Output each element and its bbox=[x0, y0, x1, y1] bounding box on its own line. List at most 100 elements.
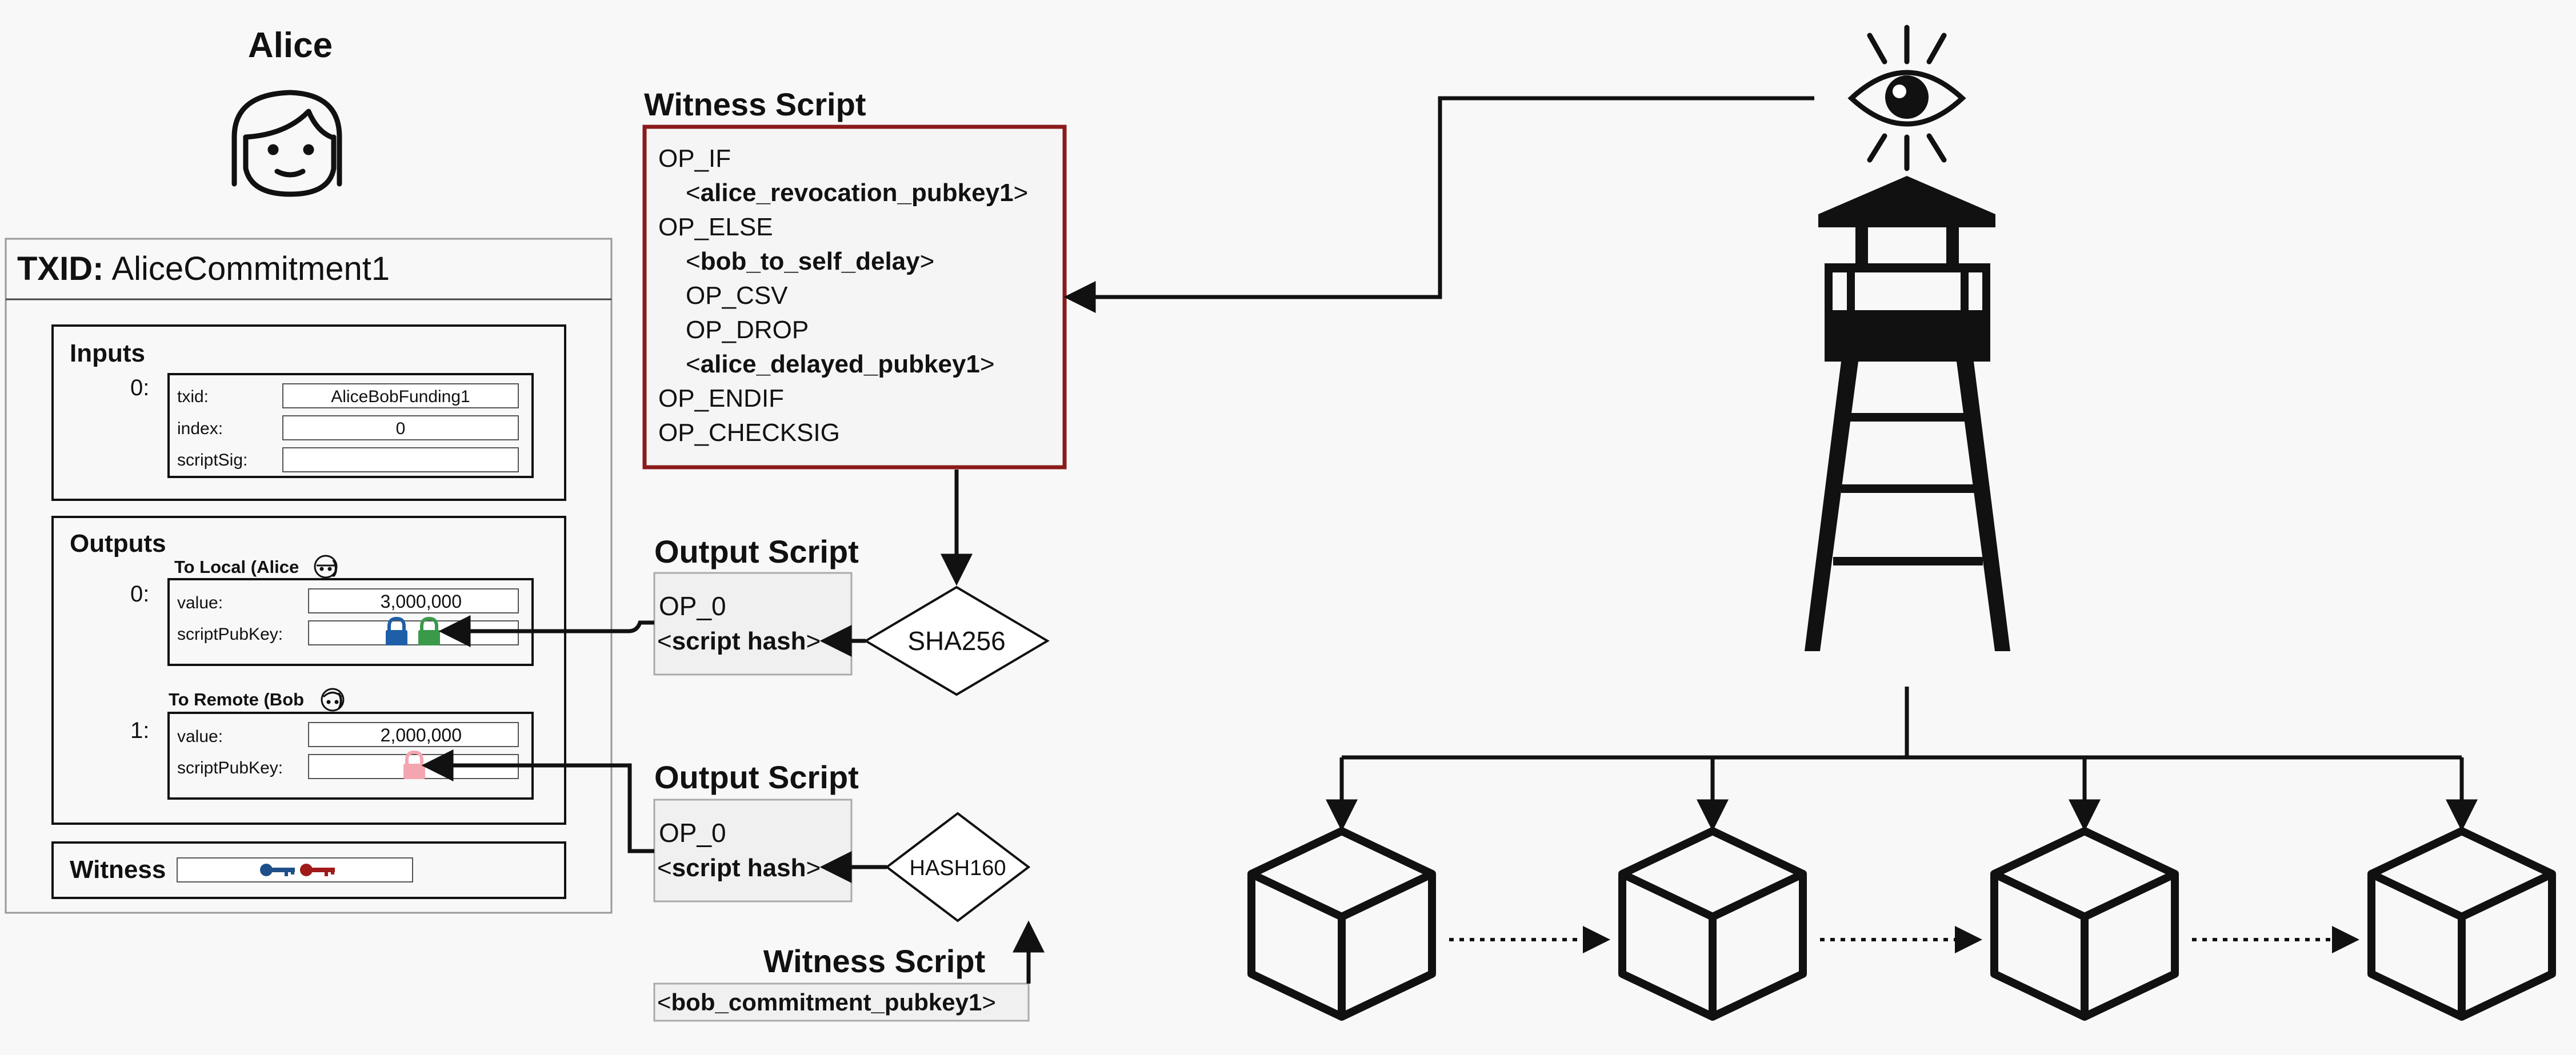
tx-panel bbox=[5, 238, 613, 914]
ws-line-key: alice_revocation_pubkey1 bbox=[701, 179, 1014, 207]
block-cube-icon bbox=[1618, 827, 1807, 1021]
output-1-value-field bbox=[308, 722, 519, 747]
watchtower-icon bbox=[1805, 176, 2010, 651]
witness-script-line: <alice_delayed_pubkey1> bbox=[686, 350, 995, 378]
input-scriptsig-label: scriptSig: bbox=[177, 451, 247, 470]
input-scriptsig-field bbox=[282, 447, 519, 472]
output-script-2-box bbox=[653, 799, 853, 902]
bws-gt: > bbox=[982, 989, 996, 1016]
inputs-box bbox=[51, 324, 566, 501]
txid-value: AliceCommitment1 bbox=[111, 250, 390, 287]
alice-title: Alice bbox=[248, 26, 333, 65]
witness-script-line: OP_ENDIF bbox=[658, 384, 784, 412]
witness-script-box bbox=[642, 125, 1067, 470]
ws-line-text: < bbox=[686, 179, 701, 207]
input-txid-label: txid: bbox=[177, 387, 209, 406]
bws-key: bob_commitment_pubkey1 bbox=[671, 989, 982, 1016]
output-0-heading-text: To Local (Alice bbox=[174, 557, 299, 577]
lock-pink-icon bbox=[403, 750, 425, 779]
output-1-value-label: value: bbox=[177, 727, 223, 746]
output-0-value: 3,000,000 bbox=[381, 591, 462, 612]
output-1-index: 1: bbox=[130, 718, 149, 743]
witness-script-line: <bob_to_self_delay> bbox=[686, 247, 934, 275]
output-script-1-line1: OP_0 bbox=[659, 591, 726, 621]
block-cube-outline bbox=[1990, 827, 2179, 1021]
ws-line-key: bob_to_self_delay bbox=[701, 247, 920, 275]
input-index: 0: bbox=[130, 375, 149, 400]
blockchain bbox=[1247, 827, 2556, 1021]
eye-icon bbox=[1847, 25, 1966, 171]
output-1-box bbox=[167, 712, 534, 800]
ws-line-close: > bbox=[920, 247, 935, 275]
bob-witness-script-box bbox=[653, 982, 1030, 1022]
output-0-spk-label: scriptPubKey: bbox=[177, 625, 283, 644]
input-0-box bbox=[167, 373, 534, 478]
key-blue-icon bbox=[260, 864, 295, 876]
ws-line-text: OP_IF bbox=[658, 145, 731, 173]
output-1-heading-close: ) bbox=[337, 689, 343, 709]
os2-hash: script hash bbox=[672, 854, 806, 882]
block-cube-icon bbox=[1990, 827, 2179, 1021]
witness-script-line: OP_DROP bbox=[686, 316, 809, 344]
output-0-value-label: value: bbox=[177, 593, 223, 612]
alice-mini-icon bbox=[314, 555, 338, 579]
block-cube-icon bbox=[1247, 827, 1436, 1021]
output-script-1-line2: <script hash> bbox=[657, 627, 821, 655]
output-script-2-line1: OP_0 bbox=[659, 818, 726, 848]
witness-title: Witness bbox=[70, 856, 166, 884]
bob-witness-script-text: <bob_commitment_pubkey1> bbox=[657, 989, 996, 1016]
ws-line-key: alice_delayed_pubkey1 bbox=[701, 350, 980, 378]
os2-lt: < bbox=[657, 854, 672, 882]
output-script-1-title: Output Script bbox=[654, 533, 859, 569]
witness-script-line: OP_IF bbox=[658, 145, 731, 173]
ws-line-text: OP_DROP bbox=[686, 316, 809, 344]
output-script-2-line2: <script hash> bbox=[657, 854, 821, 882]
output-0-index: 0: bbox=[130, 581, 149, 607]
tower-tree-connector bbox=[1326, 687, 2478, 832]
output-script-1-box bbox=[653, 572, 853, 676]
os1-gt: > bbox=[806, 627, 821, 655]
key-red-icon bbox=[300, 864, 335, 876]
witness-box bbox=[51, 841, 566, 899]
lock-blue-icon bbox=[386, 616, 407, 645]
output-script-2-title: Output Script bbox=[654, 759, 859, 795]
output-1-heading-text: To Remote (Bob bbox=[169, 689, 304, 709]
bob-mini-icon bbox=[321, 688, 345, 712]
witness-script-line: OP_ELSE bbox=[658, 213, 773, 241]
outputs-title: Outputs bbox=[70, 529, 166, 557]
block-cube-outline bbox=[1247, 827, 1436, 1021]
watchtower-to-script-arrow bbox=[1063, 96, 1814, 313]
block-cube-icon bbox=[2367, 827, 2556, 1021]
os1-lt: < bbox=[657, 627, 672, 655]
lock-green-icon bbox=[418, 616, 440, 645]
output-script-1-to-spk-arrow bbox=[438, 615, 654, 647]
output-0-box bbox=[167, 578, 534, 666]
os2-gt: > bbox=[806, 854, 821, 882]
output-0-heading: To Local (Alice) bbox=[174, 557, 338, 577]
sha256-diamond bbox=[863, 585, 1050, 696]
witness-script-lines: OP_IF<alice_revocation_pubkey1>OP_ELSE<b… bbox=[658, 145, 1028, 447]
output-1-heading: To Remote (Bob) bbox=[169, 689, 343, 709]
input-index-field bbox=[282, 415, 519, 440]
witness-script-line: OP_CHECKSIG bbox=[658, 419, 840, 447]
output-1-spk-label: scriptPubKey: bbox=[177, 759, 283, 777]
witness-script-line: <alice_revocation_pubkey1> bbox=[686, 179, 1028, 207]
witness-script-line: OP_CSV bbox=[686, 282, 788, 310]
bws-lt: < bbox=[657, 989, 671, 1016]
output-script-2-to-spk-arrow bbox=[421, 749, 654, 853]
block-cube-outline bbox=[2367, 827, 2556, 1021]
hash160-label: HASH160 bbox=[910, 856, 1006, 880]
output-1-value: 2,000,000 bbox=[381, 725, 462, 745]
ws-line-text: OP_CHECKSIG bbox=[658, 419, 840, 447]
hash160-diamond bbox=[885, 812, 1031, 922]
alice-avatar-icon bbox=[231, 90, 342, 197]
ws-line-close: > bbox=[980, 350, 995, 378]
block-cube-outline bbox=[1618, 827, 1807, 1021]
ws-line-text: OP_ENDIF bbox=[658, 384, 784, 412]
sha256-label: SHA256 bbox=[907, 626, 1005, 656]
witness-script-title: Witness Script bbox=[644, 86, 866, 122]
ws-line-text: OP_CSV bbox=[686, 282, 788, 310]
os1-hash: script hash bbox=[672, 627, 806, 655]
